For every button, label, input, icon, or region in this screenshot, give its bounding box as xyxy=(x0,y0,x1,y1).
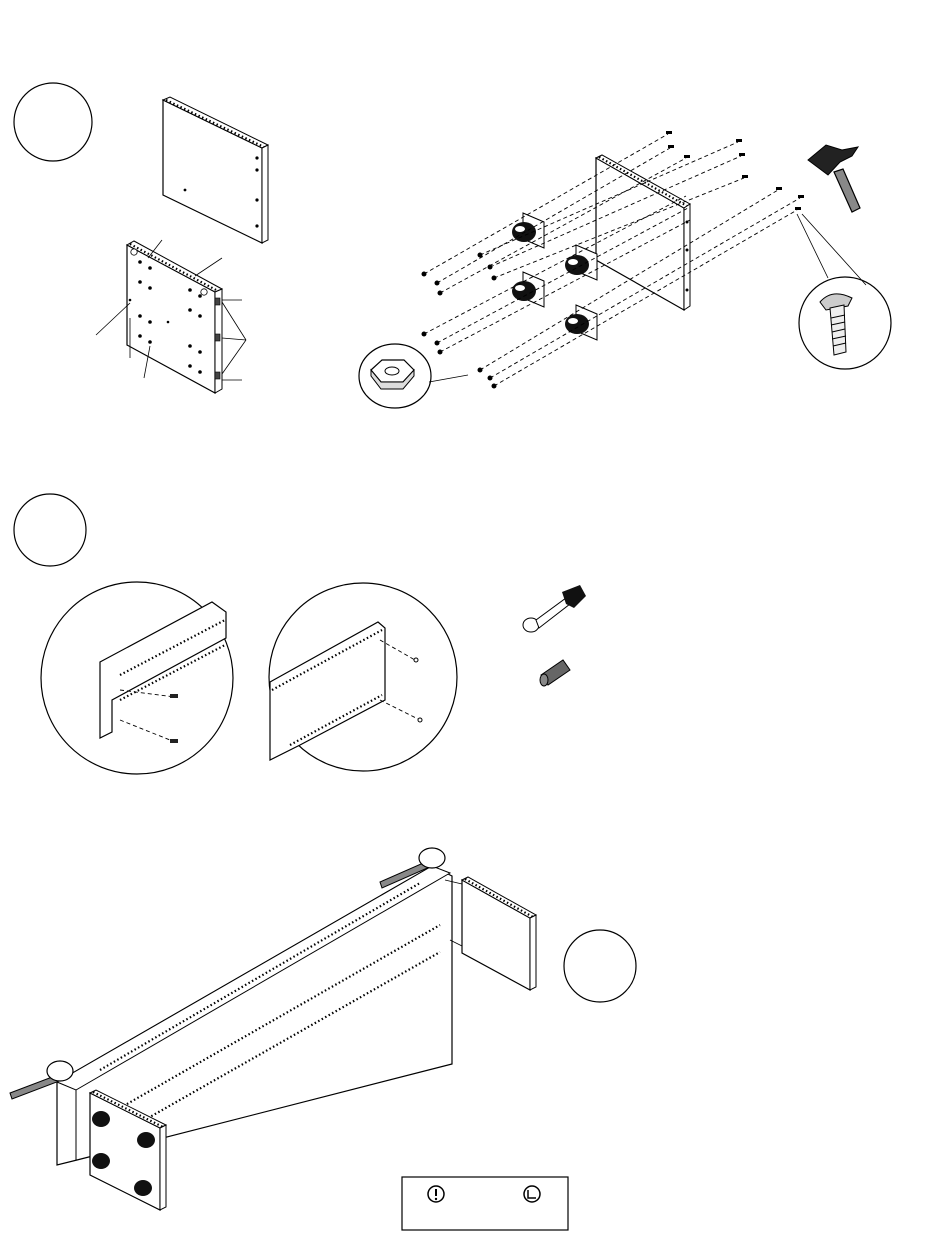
hammer-icon xyxy=(808,145,860,212)
step-1-marker xyxy=(14,83,92,161)
step-2-marker xyxy=(14,494,86,566)
carriage-bolt-callout xyxy=(797,214,891,369)
screwdriver-icon xyxy=(523,585,586,632)
corner-check-icon xyxy=(524,1186,540,1202)
step-3-marker xyxy=(564,930,636,1002)
side-panel-upper xyxy=(163,97,268,243)
rail-end-panel xyxy=(445,877,536,990)
caster-3 xyxy=(512,272,544,307)
detail-circle-right xyxy=(269,583,457,771)
side-panel-lower xyxy=(96,240,246,393)
caution-icon xyxy=(428,1186,444,1202)
hex-nut-callout xyxy=(359,344,468,408)
detail-circle-left xyxy=(41,582,233,774)
dowel-icon xyxy=(540,660,570,686)
notice-box xyxy=(402,1177,568,1230)
caster-2 xyxy=(565,245,597,280)
caster-4 xyxy=(565,305,597,340)
